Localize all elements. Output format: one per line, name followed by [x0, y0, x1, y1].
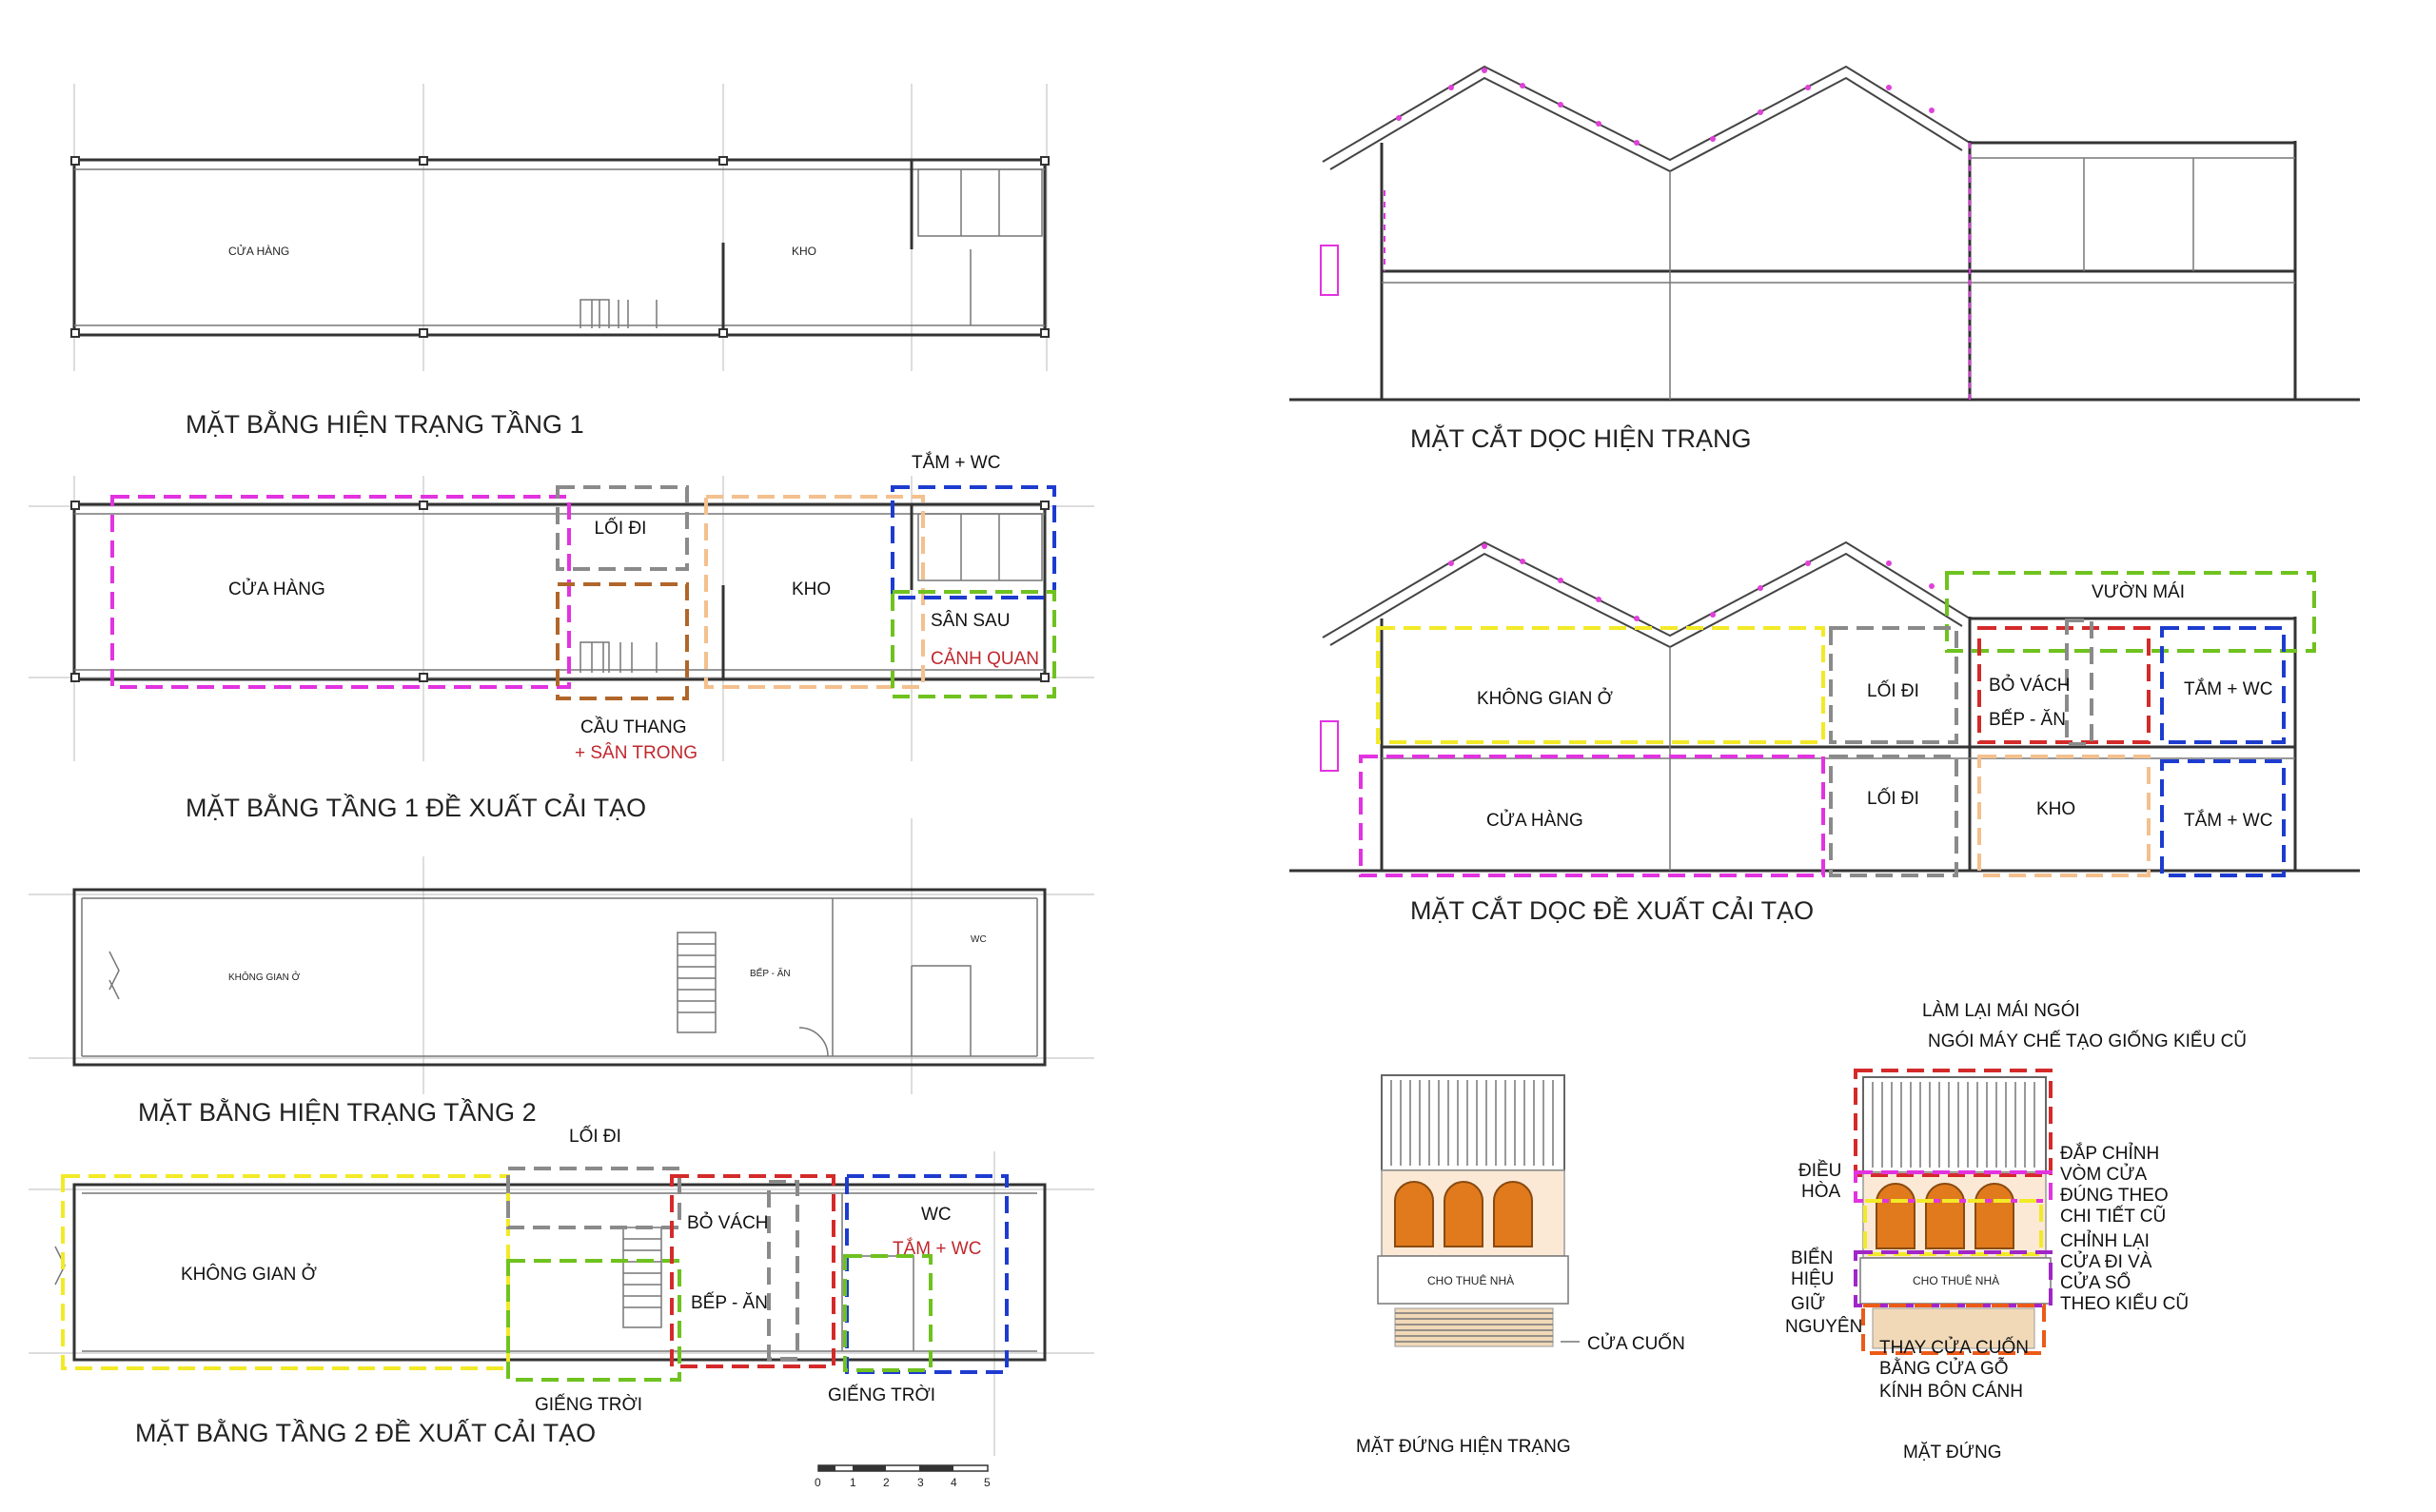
label-tam-wc-bottom: TẮM + WC [2184, 810, 2272, 831]
label-tam-wc: TẮM + WC [893, 1238, 981, 1259]
label-kho: KHO [2036, 799, 2075, 819]
label-thay-cua-2: BẰNG CỬA GỖ [1879, 1358, 2009, 1379]
label-canh-quan: CẢNH QUAN [931, 648, 1039, 669]
label-kho: KHO [792, 245, 816, 258]
label-chinh-lai-3: CỬA SỔ [2060, 1272, 2131, 1293]
label-loi-di-bottom: LỐI ĐI [1867, 788, 1919, 809]
label-lam-lai-mai: LÀM LẠI MÁI NGÓI [1922, 1000, 2080, 1021]
elevation-existing: CHO THUÊ NHÀ CỬA CUỐN MẶT ĐỨNG HIỆN TRẠN… [1356, 1074, 1685, 1457]
label-khong-gian-o: KHÔNG GIAN Ở [1477, 688, 1613, 709]
plan-floor1-proposed: CỬA HÀNG LỐI ĐI KHO TẮM + WC SÂN SAU CẢN… [29, 452, 1094, 822]
label-dap-chinh-3: ĐÚNG THEO [2060, 1185, 2169, 1206]
label-dap-chinh-1: ĐẮP CHỈNH [2060, 1143, 2159, 1164]
label-gieng-troi-1: GIẾNG TRỜI [535, 1394, 642, 1415]
title-elevation-existing: MẶT ĐỨNG HIỆN TRẠNG [1356, 1436, 1571, 1457]
plan-floor2-existing: KHÔNG GIAN Ở BẾP - ĂN WC MẶT BẰNG HIỆN T… [29, 818, 1094, 1127]
scale-tick-4: 4 [951, 1476, 957, 1489]
plan-floor1-existing: CỬA HÀNG KHO MẶT BẰNG HIỆN TRẠNG TẦNG 1 [70, 84, 1050, 439]
label-cua-hang: CỬA HÀNG [1486, 810, 1583, 831]
label-chinh-lai-4: THEO KIỂU CŨ [2060, 1293, 2189, 1314]
label-cua-cuon: CỬA CUỐN [1587, 1333, 1685, 1354]
label-thay-cua-1: THAY CỬA CUỐN [1879, 1337, 2029, 1358]
title-plan2-proposed: MẶT BẰNG TẦNG 2 ĐỀ XUẤT CẢI TẠO [135, 1417, 596, 1447]
label-kho: KHO [792, 579, 831, 599]
label-bo-vach: BỎ VÁCH [687, 1212, 769, 1233]
label-bo-vach: BỎ VÁCH [1989, 675, 2071, 696]
label-bep-an: BẾP - ĂN [750, 967, 791, 979]
scale-tick-1: 1 [850, 1476, 856, 1489]
label-tam-wc: TẮM + WC [912, 452, 1000, 473]
title-elevation-proposed: MẶT ĐỨNG [1903, 1442, 2002, 1463]
label-san-trong: + SÂN TRONG [575, 742, 697, 763]
label-san-sau: SÂN SAU [931, 610, 1010, 631]
scale-tick-2: 2 [883, 1476, 890, 1489]
label-loi-di: LỐI ĐI [569, 1126, 621, 1147]
label-ngoi-may: NGÓI MÁY CHẾ TẠO GIỐNG KIỂU CŨ [1928, 1031, 2247, 1051]
label-bep-an: BẾP - ĂN [1989, 709, 2066, 730]
label-loi-di-top: LỐI ĐI [1867, 680, 1919, 701]
elevation-proposed: CHO THUÊ NHÀ LÀM LẠI MÁI NGÓI NGÓI MÁY C… [1785, 1000, 2247, 1463]
label-chinh-lai-2: CỬA ĐI VÀ [2060, 1251, 2152, 1272]
plan-floor2-proposed: LỐI ĐI KHÔNG GIAN Ở BỎ VÁCH BẾP - ĂN WC … [29, 1126, 1094, 1489]
label-cua-hang: CỬA HÀNG [228, 244, 289, 258]
label-cau-thang: CẦU THANG [580, 717, 687, 737]
label-vuon-mai: VƯỜN MÁI [2092, 581, 2185, 602]
label-bien-hieu-1: BIỂN [1791, 1247, 1833, 1268]
title-section-proposed: MẶT CẮT DỌC ĐỀ XUẤT CẢI TẠO [1410, 894, 1814, 925]
label-thay-cua-3: KÍNH BÔN CÁNH [1879, 1381, 2023, 1402]
label-chinh-lai-1: CHỈNH LẠI [2060, 1230, 2150, 1251]
label-loi-di: LỐI ĐI [595, 518, 647, 539]
label-dap-chinh-4: CHI TIẾT CŨ [2060, 1206, 2166, 1227]
scale-bar: 0 1 2 3 4 5 [815, 1464, 991, 1489]
label-bien-hieu-3: GIỮ [1791, 1293, 1825, 1314]
label-wc: WC [971, 934, 987, 945]
scale-tick-3: 3 [917, 1476, 924, 1489]
label-dap-chinh-2: VÒM CỬA [2060, 1164, 2148, 1185]
scale-tick-0: 0 [815, 1476, 821, 1489]
label-dieu-hoa-2: HÒA [1801, 1181, 1841, 1202]
label-tam-wc-top: TẮM + WC [2184, 678, 2272, 699]
title-plan1-existing: MẶT BẰNG HIỆN TRẠNG TẦNG 1 [186, 409, 584, 439]
sign-text: CHO THUÊ NHÀ [1427, 1273, 1514, 1287]
section-existing: MẶT CẮT DỌC HIỆN TRẠNG [1289, 65, 2360, 453]
section-proposed: VƯỜN MÁI KHÔNG GIAN Ở LỐI ĐI BỎ VÁCH BẾP… [1289, 540, 2360, 925]
title-plan2-existing: MẶT BẰNG HIỆN TRẠNG TẦNG 2 [138, 1097, 537, 1127]
label-khong-gian-o: KHÔNG GIAN Ở [228, 971, 301, 983]
title-section-existing: MẶT CẮT DỌC HIỆN TRẠNG [1410, 423, 1752, 453]
label-khong-gian-o: KHÔNG GIAN Ở [181, 1264, 317, 1285]
label-gieng-troi-2: GIẾNG TRỜI [828, 1384, 935, 1405]
label-bep-an: BẾP - ĂN [691, 1292, 768, 1313]
label-bien-hieu-4: NGUYÊN [1785, 1316, 1862, 1337]
label-wc: WC [921, 1205, 952, 1225]
scale-tick-5: 5 [984, 1476, 991, 1489]
title-plan1-proposed: MẶT BẰNG TẦNG 1 ĐỀ XUẤT CẢI TẠO [186, 792, 646, 822]
label-cua-hang: CỬA HÀNG [228, 579, 325, 599]
sign-text: CHO THUÊ NHÀ [1913, 1273, 1999, 1287]
label-dieu-hoa-1: ĐIỀU [1798, 1160, 1841, 1181]
label-bien-hieu-2: HIỆU [1791, 1268, 1834, 1289]
